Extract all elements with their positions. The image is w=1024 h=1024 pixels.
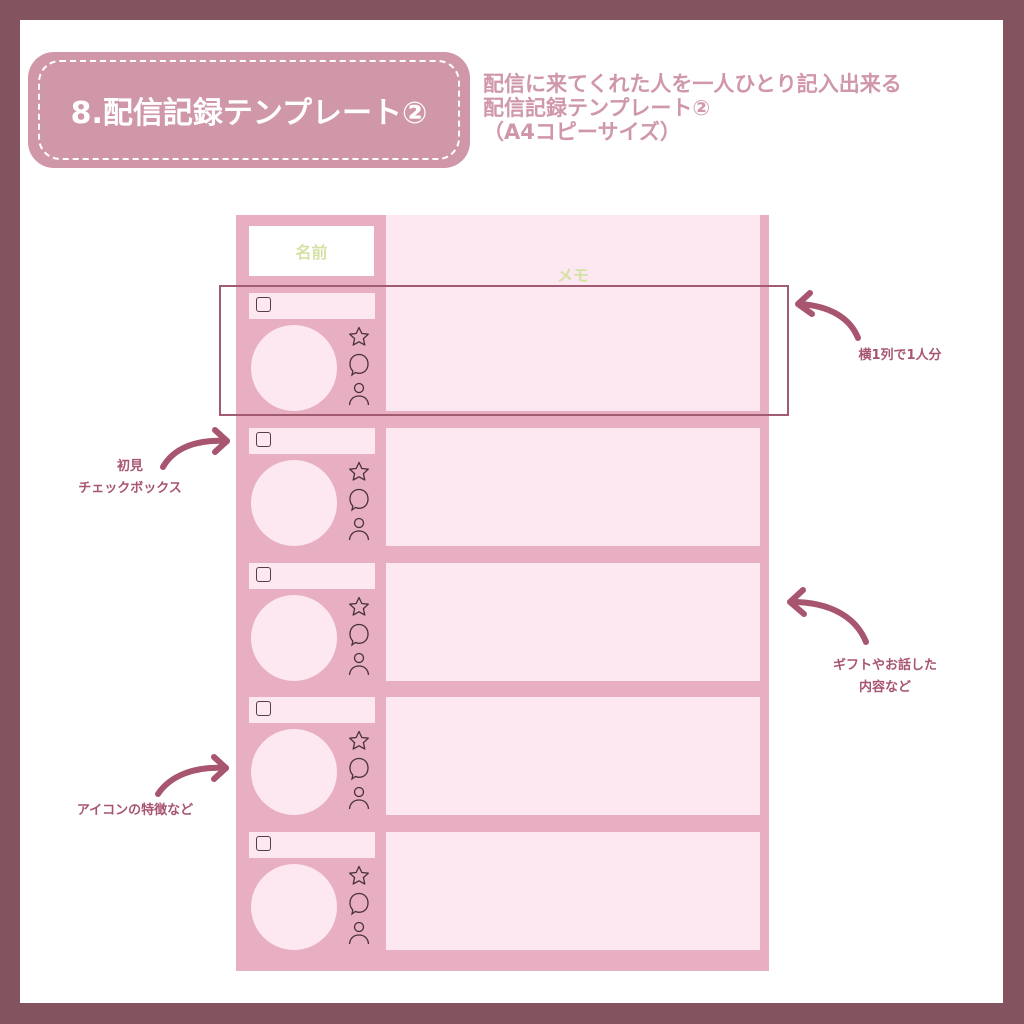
avatar-circle xyxy=(251,729,337,815)
person-icon xyxy=(348,517,370,541)
person-icon xyxy=(348,921,370,945)
avatar-circle xyxy=(251,595,337,681)
subtitle-line: 配信に来てくれた人を一人ひとり記入出来る xyxy=(483,72,902,96)
annotation-gift-and-talk: ギフトやお話した 内容など xyxy=(832,658,937,695)
person-icon xyxy=(348,652,370,676)
first-visit-checkbox[interactable] xyxy=(256,836,271,851)
annotation-one-row-per-person: 横1列で1人分 xyxy=(858,348,942,363)
person-icon xyxy=(348,382,370,406)
annotation-icon-features: アイコンの特徴など xyxy=(76,803,194,818)
table-row xyxy=(236,697,769,815)
table-row xyxy=(236,563,769,681)
row-icons xyxy=(346,460,372,548)
first-visit-checkbox[interactable] xyxy=(256,567,271,582)
subtitle-line: 配信記録テンプレート② xyxy=(483,96,711,120)
row-icons xyxy=(346,864,372,952)
arrow-icon xyxy=(787,587,869,645)
first-visit-checkbox[interactable] xyxy=(256,432,271,447)
speech-bubble-icon xyxy=(349,488,369,512)
name-field[interactable] xyxy=(249,832,375,858)
table-row xyxy=(236,428,769,546)
arrow-icon xyxy=(160,427,230,470)
star-icon xyxy=(349,730,369,750)
row-icons xyxy=(346,325,372,413)
memo-field[interactable] xyxy=(386,563,760,681)
memo-field[interactable] xyxy=(386,832,760,950)
speech-bubble-icon xyxy=(349,623,369,647)
arrow-icon xyxy=(155,754,229,797)
row-highlight-frame xyxy=(219,285,789,416)
star-icon xyxy=(349,596,369,616)
star-icon xyxy=(349,461,369,481)
star-icon xyxy=(349,326,369,346)
annotation-first-visit-checkbox: 初見 チェックボックス xyxy=(78,459,182,496)
avatar-circle xyxy=(251,460,337,546)
name-field[interactable] xyxy=(249,428,375,454)
speech-bubble-icon xyxy=(349,757,369,781)
name-field[interactable] xyxy=(249,697,375,723)
name-field[interactable] xyxy=(249,563,375,589)
title-badge: 8.配信記録テンプレート② xyxy=(28,52,470,168)
memo-field[interactable] xyxy=(386,428,760,546)
first-visit-checkbox[interactable] xyxy=(256,701,271,716)
page-title: 8.配信記録テンプレート② xyxy=(70,96,428,131)
speech-bubble-icon xyxy=(349,353,369,377)
first-visit-checkbox[interactable] xyxy=(256,297,271,312)
avatar-circle xyxy=(251,864,337,950)
arrow-icon xyxy=(795,290,861,341)
memo-field[interactable] xyxy=(386,697,760,815)
person-icon xyxy=(348,786,370,810)
dashed-border xyxy=(38,60,460,160)
speech-bubble-icon xyxy=(349,892,369,916)
record-sheet: 名前 メモ xyxy=(236,215,769,971)
page-subtitle: 配信に来てくれた人を一人ひとり記入出来る 配信記録テンプレート② （A4コピーサ… xyxy=(483,72,902,144)
row-icons xyxy=(346,595,372,683)
name-field[interactable] xyxy=(249,293,375,319)
table-row xyxy=(236,832,769,950)
avatar-circle xyxy=(251,325,337,411)
table-row xyxy=(236,293,769,411)
subtitle-line: （A4コピーサイズ） xyxy=(483,120,681,144)
row-icons xyxy=(346,729,372,817)
star-icon xyxy=(349,865,369,885)
memo-field[interactable] xyxy=(386,293,760,411)
column-header-name: 名前 xyxy=(249,226,374,276)
